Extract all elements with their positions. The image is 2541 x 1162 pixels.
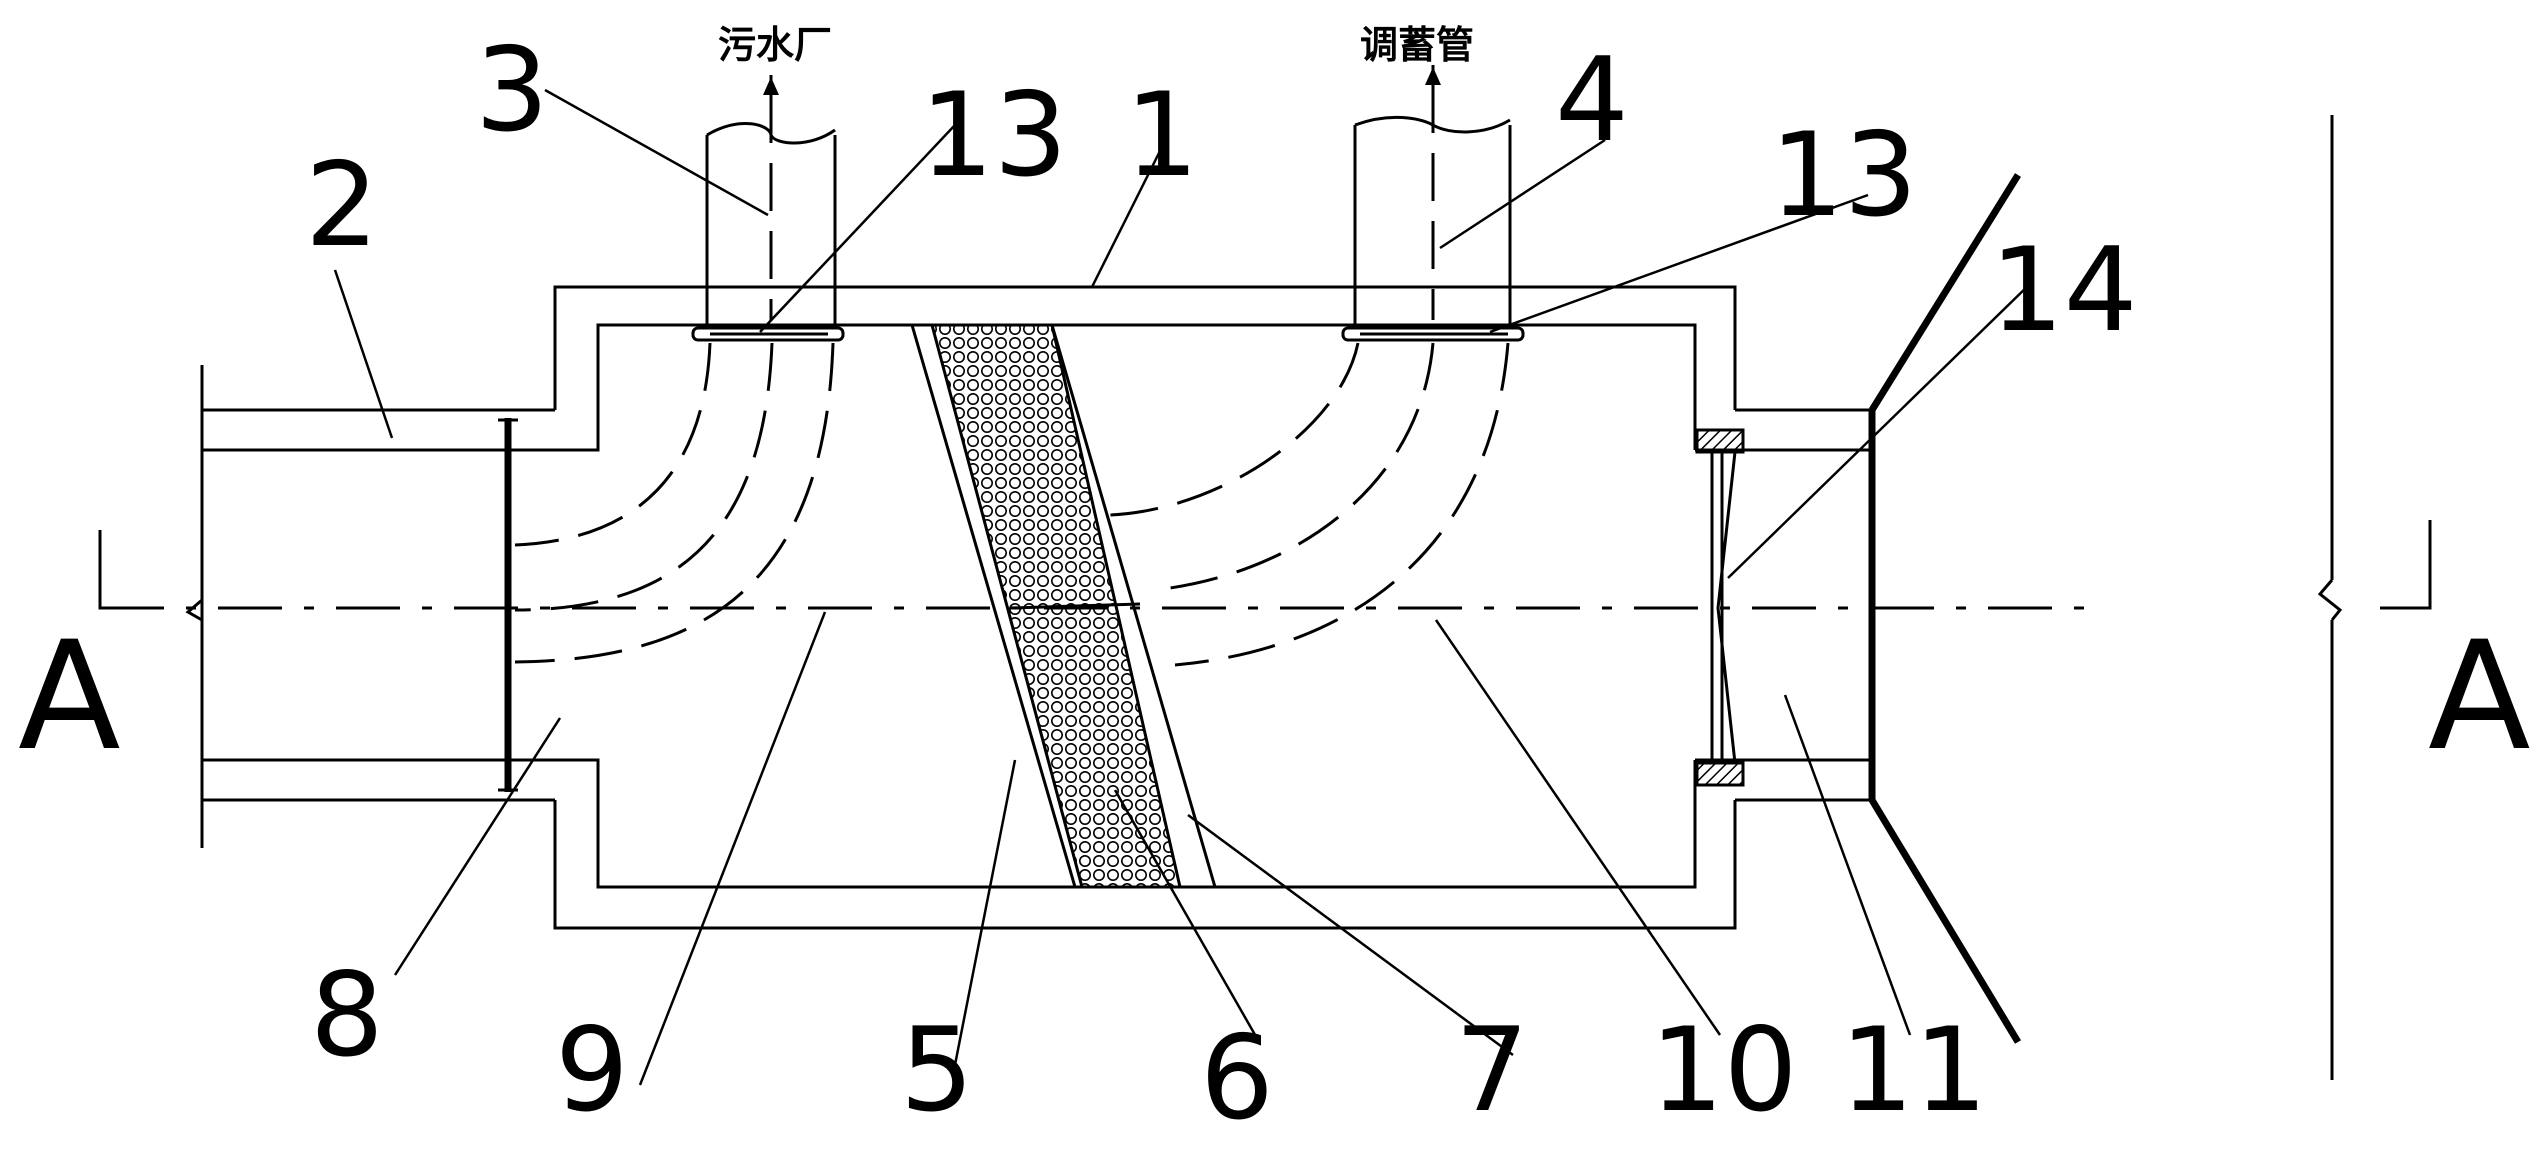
flow-paths <box>514 342 1510 667</box>
label-storage-pipe: 调蓄管 <box>1360 23 1474 67</box>
label-2: 2 <box>305 138 379 273</box>
section-label-right: A <box>2428 610 2531 784</box>
section-label-left: A <box>18 610 121 784</box>
gate <box>498 418 518 792</box>
label-6: 6 <box>1200 1011 1274 1146</box>
label-9: 9 <box>555 1003 629 1138</box>
outlet-risers <box>705 65 1512 325</box>
label-8: 8 <box>310 948 384 1083</box>
centre-line <box>100 602 2090 610</box>
flap-gate <box>1695 428 1745 787</box>
label-13-left: 13 <box>920 68 1068 203</box>
label-sewage-plant: 污水厂 <box>718 23 832 67</box>
label-13-right: 13 <box>1770 108 1918 243</box>
label-14: 14 <box>1990 223 2138 358</box>
label-7: 7 <box>1455 1003 1529 1138</box>
inlet-pipe <box>185 365 555 848</box>
label-10: 10 <box>1650 1003 1798 1138</box>
outlet-section <box>1695 173 2021 1044</box>
label-3: 3 <box>475 23 549 158</box>
label-4: 4 <box>1555 33 1629 168</box>
section-marks <box>98 115 2432 1080</box>
tank-body <box>508 285 1737 930</box>
label-11: 11 <box>1840 1003 1988 1138</box>
orifice-plates <box>691 326 1525 342</box>
label-5: 5 <box>900 1003 974 1138</box>
diagram-labels: 污水厂 调蓄管 3 13 1 4 13 2 14 8 9 5 6 7 10 11… <box>18 23 2531 1146</box>
label-1: 1 <box>1125 68 1199 203</box>
leader-lines <box>333 88 2033 1086</box>
